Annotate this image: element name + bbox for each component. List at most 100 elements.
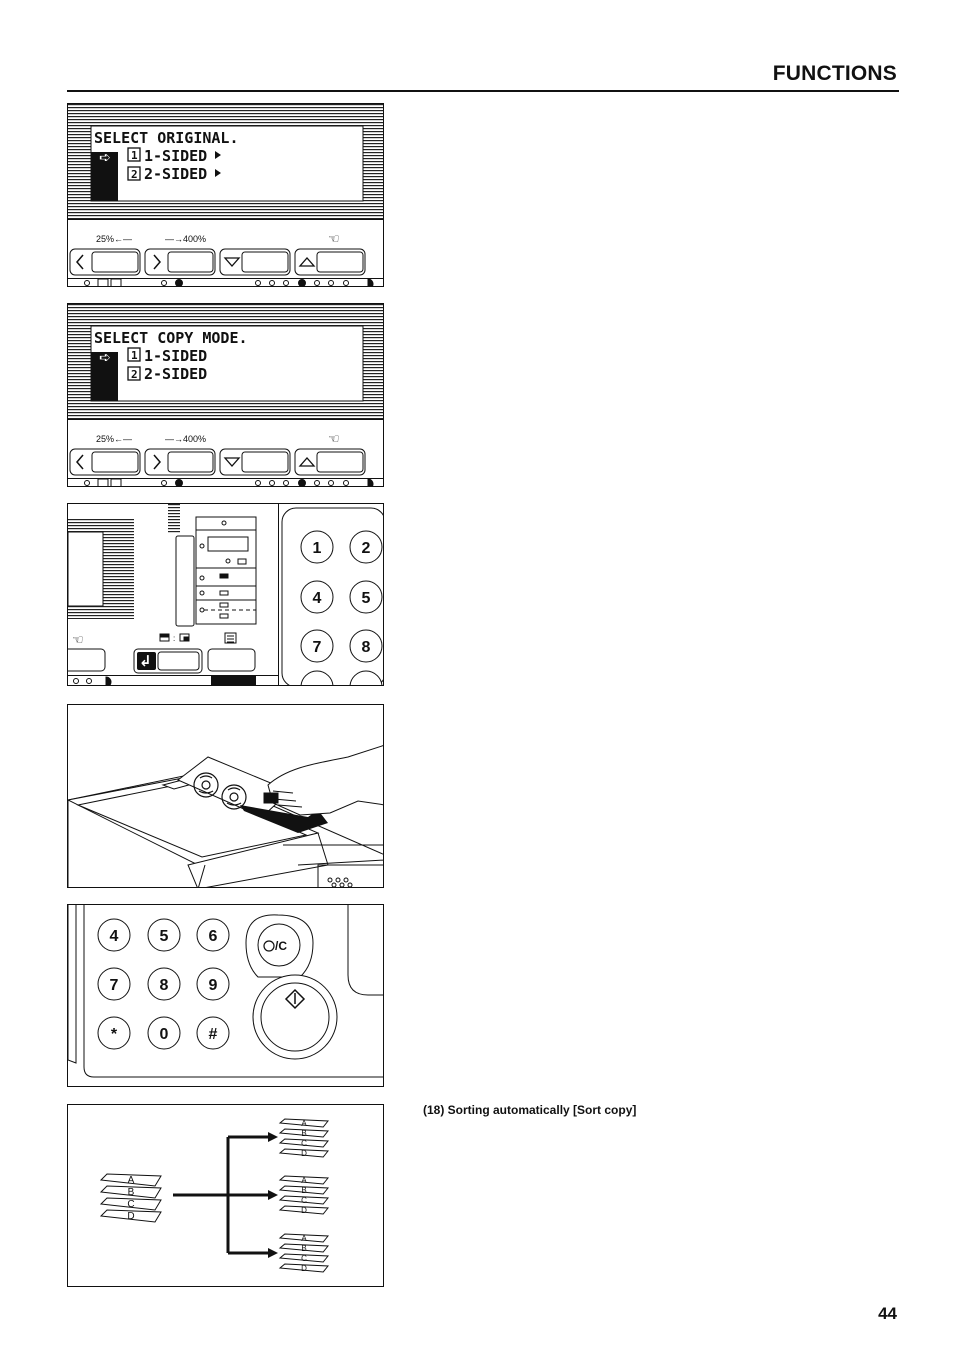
key-label: 8 bbox=[362, 639, 371, 656]
sheet-letter: A bbox=[128, 1175, 135, 1186]
selection-arrow-icon: ➪ bbox=[99, 350, 111, 366]
key-label: 2 bbox=[362, 540, 371, 557]
up-button[interactable] bbox=[294, 248, 366, 276]
enter-button[interactable]: ↲ bbox=[133, 648, 203, 674]
document-sheet bbox=[177, 756, 328, 833]
paper-sheet bbox=[278, 1195, 330, 1205]
key-7[interactable]: 7 bbox=[300, 629, 334, 663]
stop-clear-key[interactable]: /C bbox=[245, 914, 314, 978]
left-button[interactable] bbox=[69, 248, 141, 276]
option-1-sided[interactable]: 1-SIDED bbox=[144, 147, 207, 165]
copier-illustration bbox=[175, 516, 257, 627]
sort-icon bbox=[224, 632, 237, 644]
operation-panel-sort-key: ☜ : ↲ 1 2 4 5 7 8 bbox=[67, 503, 384, 686]
option-1-sided[interactable]: 1-SIDED bbox=[144, 347, 207, 365]
sort-copy-button[interactable] bbox=[207, 648, 256, 672]
key-label: 1 bbox=[313, 540, 322, 557]
hand-icon: ☜ bbox=[72, 633, 84, 648]
sheet-letter: B bbox=[301, 1129, 306, 1138]
stop-copy-button[interactable] bbox=[68, 648, 106, 672]
key-label: 8 bbox=[160, 977, 169, 994]
numeric-keypad: 1 2 4 5 7 8 bbox=[300, 530, 383, 685]
paper-sheet bbox=[278, 1138, 330, 1148]
key-5[interactable]: 5 bbox=[349, 580, 383, 614]
sheet-letter: B bbox=[301, 1244, 306, 1253]
key-label: 7 bbox=[313, 639, 322, 656]
left-button[interactable] bbox=[69, 448, 141, 476]
sheet-letter: A bbox=[301, 1234, 307, 1243]
zoom-max-label: —→400% bbox=[165, 234, 206, 244]
paper-sheet bbox=[278, 1175, 330, 1185]
option-2-sided[interactable]: 2-SIDED bbox=[144, 165, 207, 183]
right-button[interactable] bbox=[144, 248, 216, 276]
sheet-letter: D bbox=[301, 1206, 307, 1215]
control-panel-edge bbox=[317, 864, 383, 887]
paper-sheet bbox=[278, 1185, 330, 1195]
paper-sheet bbox=[278, 1148, 330, 1158]
key-label: 7 bbox=[110, 977, 119, 994]
paper-sheet bbox=[278, 1243, 330, 1253]
numeric-keypad: 4 5 6 7 8 9 * 0 # bbox=[97, 918, 230, 1050]
key-9[interactable]: 9 bbox=[196, 967, 230, 1001]
key-label: # bbox=[209, 1026, 218, 1043]
sheet-letter: B bbox=[301, 1186, 306, 1195]
enter-arrow-icon: ↲ bbox=[139, 652, 152, 670]
option-1-number: 1 bbox=[131, 149, 138, 162]
key-4[interactable]: 4 bbox=[300, 580, 334, 614]
key-label: 6 bbox=[209, 928, 218, 945]
paper-sheet bbox=[278, 1118, 330, 1128]
paper-sheet bbox=[99, 1173, 162, 1187]
key-label: 4 bbox=[110, 928, 119, 945]
key-hash[interactable]: # bbox=[196, 1016, 230, 1050]
key-0[interactable]: 0 bbox=[147, 1016, 181, 1050]
paper-sheet bbox=[278, 1233, 330, 1243]
key-label: 9 bbox=[209, 977, 218, 994]
sort-arrows bbox=[173, 1132, 278, 1258]
right-button[interactable] bbox=[144, 448, 216, 476]
key-2[interactable]: 2 bbox=[349, 530, 383, 564]
lcd-title: SELECT COPY MODE. bbox=[94, 329, 248, 347]
paper-sheet bbox=[99, 1209, 162, 1223]
indicator-row bbox=[84, 478, 374, 486]
hand-illustration bbox=[263, 745, 383, 816]
sheet-letter: C bbox=[301, 1254, 307, 1263]
paper-sheet bbox=[278, 1128, 330, 1138]
key-label: 5 bbox=[362, 590, 371, 607]
key-1[interactable]: 1 bbox=[300, 530, 334, 564]
paper-sheet bbox=[99, 1185, 162, 1199]
option-2-sided[interactable]: 2-SIDED bbox=[144, 365, 207, 383]
option-2-number: 2 bbox=[131, 168, 138, 181]
down-button[interactable] bbox=[219, 248, 291, 276]
original-placement-illustration bbox=[67, 704, 384, 888]
duplex-mode-icon: : bbox=[159, 633, 190, 643]
lcd-title: SELECT ORIGINAL. bbox=[94, 129, 239, 147]
indicator-row bbox=[73, 676, 256, 685]
sheet-letter: D bbox=[301, 1149, 307, 1158]
paper-sheet bbox=[99, 1197, 162, 1211]
key-label: 0 bbox=[160, 1026, 169, 1043]
page-number: 44 bbox=[878, 1304, 897, 1323]
sheet-letter: C bbox=[301, 1196, 307, 1205]
start-key[interactable] bbox=[252, 974, 338, 1060]
key-8[interactable]: 8 bbox=[147, 967, 181, 1001]
key-6[interactable]: 6 bbox=[196, 918, 230, 952]
start-keypad-panel: 4 5 6 7 8 9 * 0 # /C bbox=[67, 904, 384, 1087]
down-button[interactable] bbox=[219, 448, 291, 476]
key-8[interactable]: 8 bbox=[349, 629, 383, 663]
up-button[interactable] bbox=[294, 448, 366, 476]
option-2-number: 2 bbox=[131, 368, 138, 381]
key-7[interactable]: 7 bbox=[97, 967, 131, 1001]
zoom-min-label: 25%←— bbox=[96, 234, 132, 244]
zoom-max-label: —→400% bbox=[165, 434, 206, 444]
operation-panel-select-original: SELECT ORIGINAL. ➪ 1 1-SIDED 2 2-SIDED 2… bbox=[67, 103, 384, 287]
key-5[interactable]: 5 bbox=[147, 918, 181, 952]
key-label: * bbox=[111, 1026, 118, 1043]
key-label: 4 bbox=[313, 590, 322, 607]
key-4[interactable]: 4 bbox=[97, 918, 131, 952]
option-1-number: 1 bbox=[131, 349, 138, 362]
sheet-letter: D bbox=[301, 1264, 307, 1273]
key-star[interactable]: * bbox=[97, 1016, 131, 1050]
